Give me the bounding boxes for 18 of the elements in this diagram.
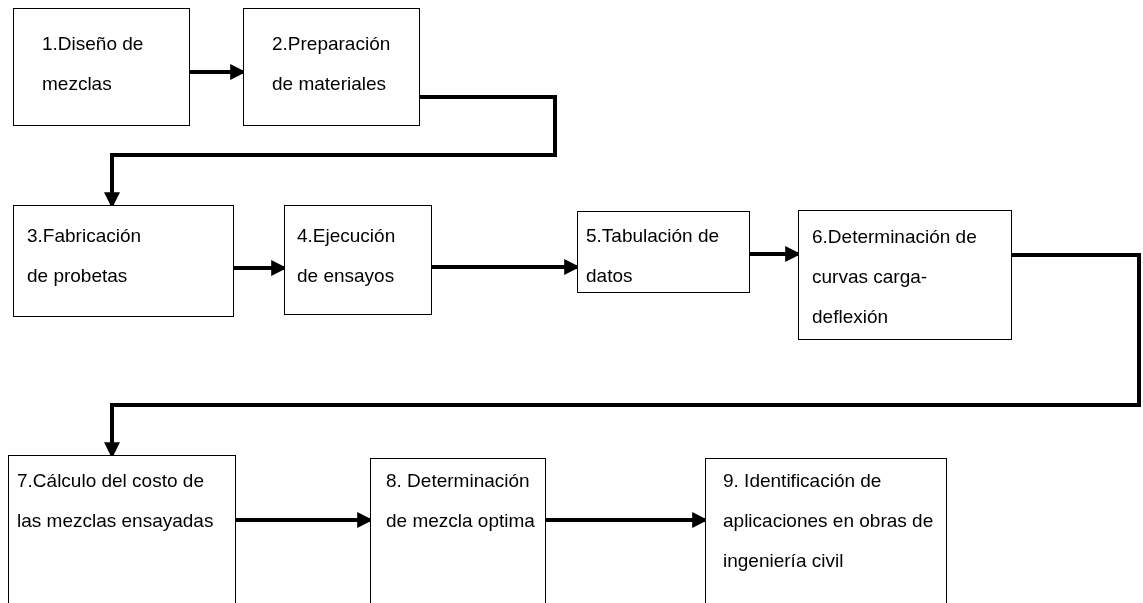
box-text: 6.Determinación de curvas carga-deflexión — [812, 225, 978, 329]
box-text: 8. Determinación de mezcla optima — [386, 469, 536, 533]
process-box — [370, 458, 546, 603]
process-box — [577, 211, 750, 293]
box-text: 3.Fabricación de probetas — [27, 224, 143, 288]
process-box — [13, 8, 190, 126]
process-box — [243, 8, 420, 126]
box-text: 7.Cálculo del costo de las mezclas ensayadas — [17, 469, 215, 533]
process-box — [705, 458, 947, 603]
box-text: 2.Preparación de materiales — [272, 32, 392, 96]
process-box — [13, 205, 234, 317]
box-text: 4.Ejecución de ensayos — [297, 224, 397, 288]
process-box — [284, 205, 432, 315]
box-text: 9. Identificación de aplicaciones en obras de ingeniería civil — [723, 469, 935, 573]
process-box — [8, 455, 236, 603]
box-text: 5.Tabulación de datos — [586, 224, 721, 288]
process-box — [798, 210, 1012, 340]
box-text: 1.Diseño de mezclas — [42, 32, 145, 96]
